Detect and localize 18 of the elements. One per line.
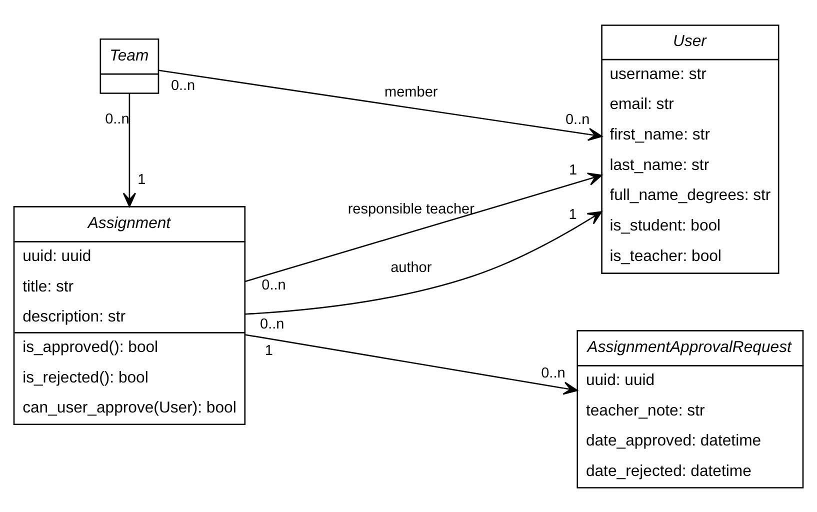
label: 0..n bbox=[541, 365, 566, 382]
arrow bbox=[122, 93, 136, 207]
arrow bbox=[158, 69, 602, 140]
label: 0..n bbox=[170, 78, 196, 94]
arrow bbox=[245, 210, 602, 314]
label: 0..n bbox=[262, 276, 286, 293]
edge-label: responsible teacher bbox=[348, 201, 474, 218]
label: 1 bbox=[568, 206, 577, 222]
label: 0..n bbox=[105, 111, 130, 128]
label: 0..n bbox=[260, 316, 284, 332]
label: 1 bbox=[568, 162, 578, 178]
arrow bbox=[244, 172, 602, 282]
edge-label: member bbox=[384, 84, 438, 100]
label: 0..n bbox=[565, 112, 590, 128]
arrow bbox=[244, 334, 578, 394]
edge-label: author bbox=[390, 259, 432, 276]
label: 1 bbox=[138, 171, 146, 188]
label: 1 bbox=[264, 342, 274, 358]
